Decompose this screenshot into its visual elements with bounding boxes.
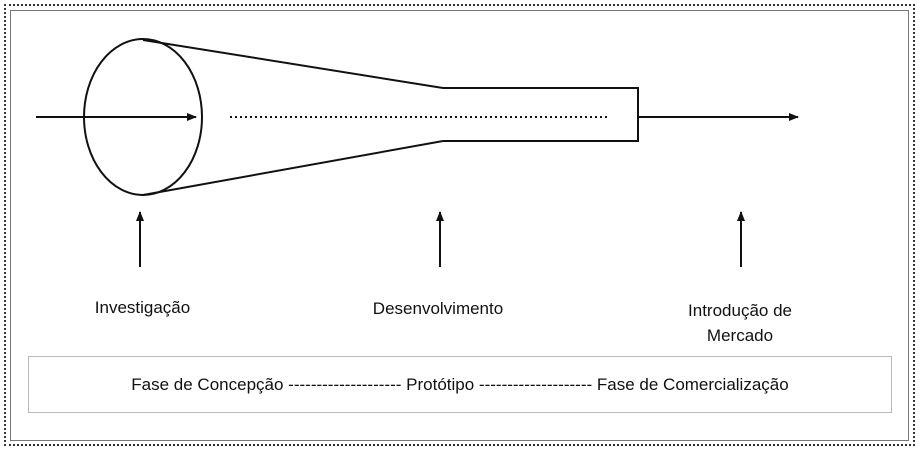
funnel-top-edge <box>142 39 444 89</box>
market-label-line2: Mercado <box>706 326 774 345</box>
market-label-line1: Introdução de <box>688 301 792 320</box>
inner-frame <box>10 10 909 441</box>
outer-frame <box>4 4 915 446</box>
funnel-bottom-edge <box>142 140 444 196</box>
phase-separator-2: -------------------- <box>478 374 593 394</box>
phase-separator-1: -------------------- <box>288 374 402 394</box>
investigation-label: Investigação <box>94 298 191 317</box>
phase-commercialization: Fase de Comercialização <box>596 374 789 394</box>
phase-prototype: Protótipo <box>406 374 475 394</box>
market-introduction-label: Introdução de Mercado <box>660 298 820 348</box>
phase-bar: Fase de Concepção -------------------- P… <box>28 356 892 413</box>
development-label: Desenvolvimento <box>372 299 504 318</box>
funnel-tube <box>443 87 639 142</box>
phase-conception: Fase de Concepção <box>131 374 284 394</box>
